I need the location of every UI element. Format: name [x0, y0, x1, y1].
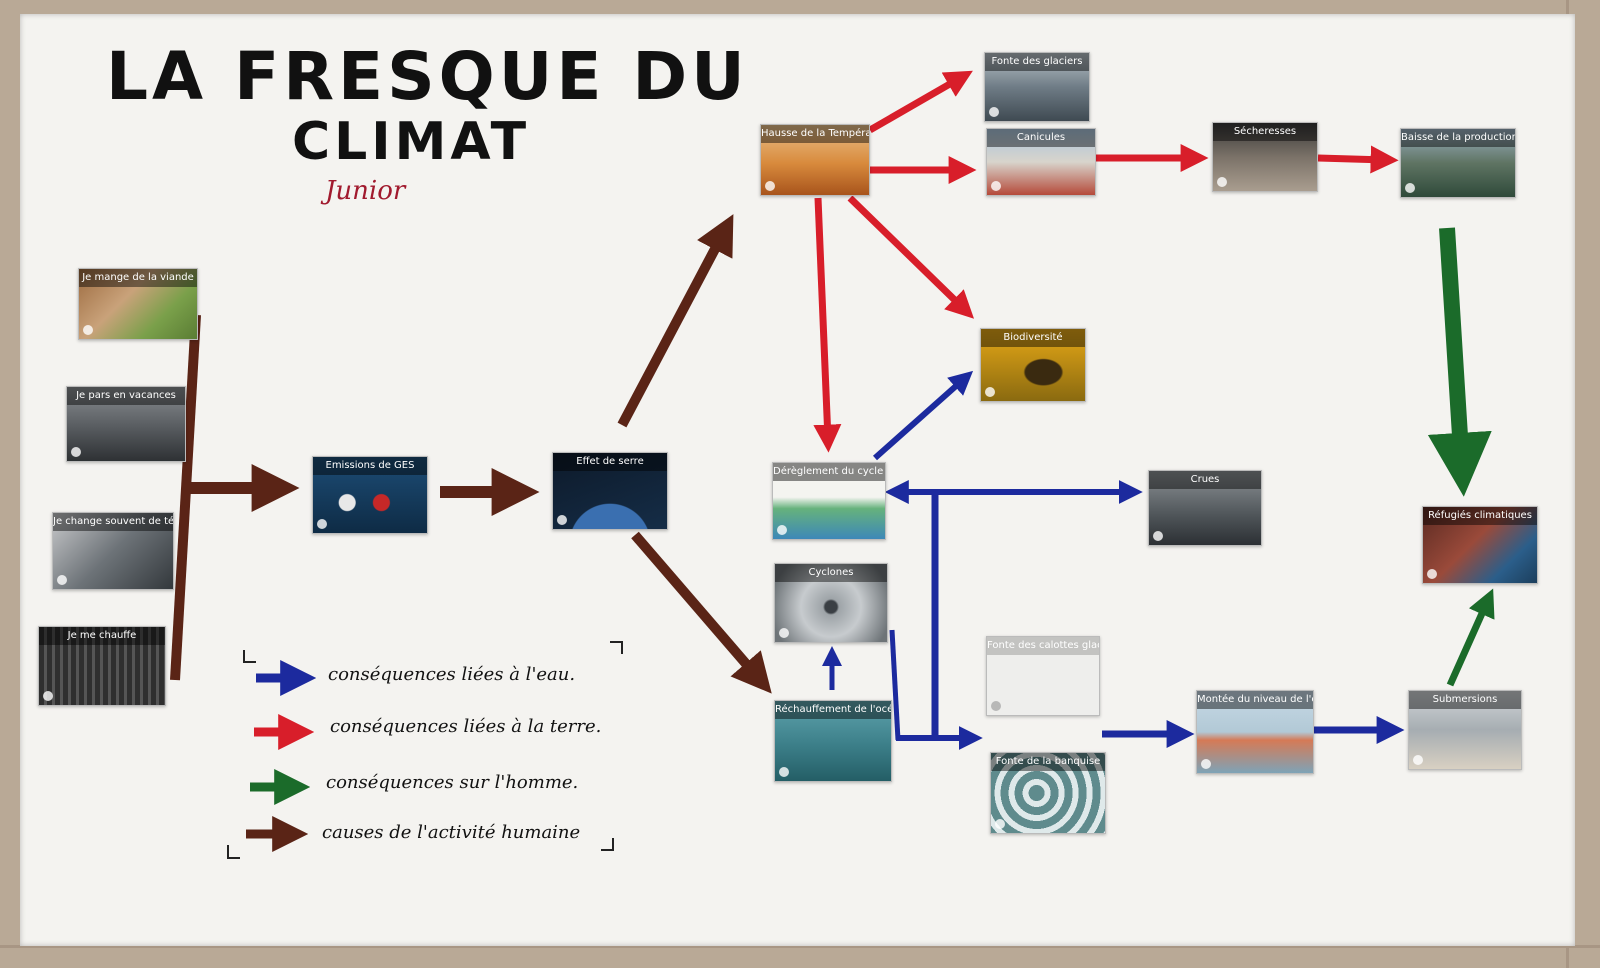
- card-ocean: Réchauffement de l'océan: [774, 700, 892, 782]
- arrow-cycle-to-biodiversite: [873, 370, 974, 461]
- arrow-temp-to-cycle-eau: [813, 197, 842, 453]
- arrow-submersions-to-refugies: [1446, 588, 1495, 687]
- card-submersions: Submersions: [1408, 690, 1522, 770]
- arrow-agricole-to-refugies: [1427, 227, 1492, 497]
- card-vacances: Je pars en vacances: [66, 386, 186, 462]
- arrow-cause-bracket: [170, 314, 201, 681]
- card-cyclones: Cyclones: [774, 563, 888, 643]
- card-serre: Effet de serre: [552, 452, 668, 530]
- card-cycle-eau: Dérèglement du cycle de l'eau: [772, 462, 886, 540]
- legend-text-land: conséquences liées à la terre.: [330, 716, 602, 737]
- card-refugies: Réfugiés climatiques: [1422, 506, 1538, 584]
- card-niveau-eau: Montée du niveau de l'eau: [1196, 690, 1314, 774]
- legend-text-water: conséquences liées à l'eau.: [328, 664, 576, 685]
- legend-bracket-top-right: [610, 641, 623, 654]
- card-canicules: Canicules: [986, 128, 1096, 196]
- legend-bracket-bottom-left: [227, 845, 240, 859]
- arrow-temp-to-biodiversite: [847, 195, 975, 319]
- card-biodiversite: Biodiversité: [980, 328, 1086, 402]
- card-ges: Emissions de GES: [312, 456, 428, 534]
- card-chauffe: Je me chauffe: [38, 626, 166, 706]
- card-glaciers: Fonte des glaciers: [984, 52, 1090, 122]
- poster-subtitle: Junior: [325, 176, 406, 206]
- card-secheresses: Sécheresses: [1212, 122, 1318, 192]
- card-agricole: Baisse de la production agricole: [1400, 128, 1516, 198]
- card-viande: Je mange de la viande: [78, 268, 198, 340]
- legend-text-human: conséquences sur l'homme.: [326, 772, 579, 793]
- card-crues: Crues: [1148, 470, 1262, 546]
- legend-bracket-bottom-right: [601, 838, 614, 851]
- legend-text-cause: causes de l'activité humaine: [322, 822, 581, 843]
- card-telephone: Je change souvent de téléphone: [52, 512, 174, 590]
- arrow-serre-to-ocean: [631, 531, 772, 694]
- arrow-serre-to-temperature: [617, 214, 734, 428]
- legend-bracket-top-left: [243, 650, 256, 663]
- card-calottes: Fonte des calottes glaciaires: [986, 636, 1100, 716]
- poster-title-line2: CLIMAT: [292, 112, 531, 172]
- arrow-temp-to-glaciers: [868, 70, 973, 134]
- arrow-cyclones-side: [889, 629, 901, 741]
- card-banquise: Fonte de la banquise: [990, 752, 1106, 834]
- card-temperature: Hausse de la Température: [760, 124, 870, 196]
- arrow-secheresses-to-agricole: [1317, 145, 1399, 174]
- poster-title-line1: LA FRESQUE DU: [106, 38, 749, 115]
